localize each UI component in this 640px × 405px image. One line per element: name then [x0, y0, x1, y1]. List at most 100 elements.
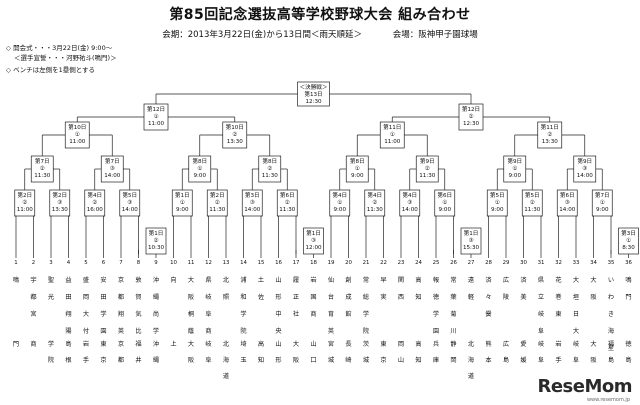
team-name-char: 英	[328, 327, 334, 335]
team-name-char: 形	[275, 293, 281, 301]
team-name-char: 中	[275, 310, 281, 318]
round3-match-game: ②	[40, 165, 45, 172]
team-name-char: 総	[363, 293, 369, 301]
prefecture-char: 宮	[328, 340, 334, 348]
prefecture-char: 口	[310, 357, 316, 364]
round1-match-day: 第1日	[149, 229, 164, 237]
round1-match-day: 第1日	[464, 229, 479, 237]
round3-match-time: 9:00	[351, 173, 364, 179]
prefecture-char: 崎	[345, 356, 351, 364]
quarterfinal-match-day: 第10日	[68, 123, 86, 131]
note-oath: ＜選手宣誓・・・河野祐斗(鳴門)＞	[14, 54, 117, 62]
team-number: 9	[154, 260, 158, 266]
team-name-char: 知	[415, 293, 421, 301]
prefecture-char: 愛	[520, 340, 526, 348]
team-name-char: 創	[345, 276, 351, 284]
team-number: 2	[32, 260, 35, 266]
round2-match-game: ②	[215, 199, 220, 206]
team-number: 20	[345, 260, 352, 266]
semifinal-match-time: 11:00	[148, 121, 165, 127]
round2-match-day: 第6日	[437, 191, 452, 199]
prefecture-char: 知	[258, 356, 264, 364]
team-name-char: 高	[415, 276, 421, 284]
team-name-char: 都	[118, 293, 124, 301]
round2-match-game: ②	[530, 199, 535, 206]
team-number: 5	[84, 260, 87, 266]
team-name-char: 葉	[450, 293, 456, 301]
team-name-char: 菊	[450, 310, 456, 318]
round2-match-time: 9:00	[333, 207, 346, 213]
round3-match-time: 11:30	[34, 173, 51, 179]
prefecture-char: 京	[118, 340, 124, 348]
team-name-char: 縄	[153, 293, 159, 301]
prefecture-char: 根	[65, 356, 71, 364]
round2-match-game: ②	[285, 199, 290, 206]
team-name-char: わ	[608, 294, 614, 301]
team-name-char: 鳴	[13, 276, 19, 284]
team-number: 17	[293, 260, 300, 266]
round1-match-game: ③	[468, 237, 473, 244]
team-number: 26	[450, 260, 457, 266]
prefecture-char: 高	[258, 340, 264, 348]
prefecture-char: 北	[223, 340, 230, 348]
quarterfinal-match-game: ②	[232, 131, 237, 138]
round1-match-day: 第3日	[621, 229, 636, 237]
round3-match-game: ①	[197, 165, 202, 172]
prefecture-char: 広	[503, 340, 509, 348]
team-number: 28	[485, 260, 492, 266]
prefecture-char: 茨	[363, 340, 369, 348]
team-name-char: 佐	[258, 293, 264, 301]
team-name-char: 都	[30, 293, 36, 301]
round2-match-time: 16:00	[87, 207, 104, 213]
semifinal-match-day: 第12日	[147, 105, 165, 113]
team-number: 18	[310, 260, 317, 266]
team-name-char: 照	[223, 294, 229, 301]
team-number: 19	[328, 260, 335, 266]
prefecture-char: 井	[135, 356, 141, 364]
team-number: 15	[258, 260, 265, 266]
prefecture-char: 福	[135, 340, 141, 348]
quarterfinal-match-day: 第11日	[541, 123, 559, 131]
round3-match-time: 9:00	[193, 173, 206, 179]
round2-match-time: 9:00	[491, 207, 504, 213]
team-number: 12	[205, 260, 212, 266]
quarterfinal-match-game: ②	[547, 131, 552, 138]
team-name-char: 大	[188, 276, 194, 284]
team-name-char: 遠	[468, 276, 474, 284]
note-bench: ◇ ベンチは左側を1塁側とする	[6, 66, 96, 74]
team-name-char: 東	[555, 310, 561, 318]
team-name-char: 県	[538, 277, 544, 284]
final-label: ＜決勝戦＞	[300, 83, 328, 91]
team-number: 29	[503, 260, 510, 266]
team-number: 7	[119, 260, 122, 266]
team-name-char: 垣	[573, 293, 579, 301]
team-name-char: 関	[398, 277, 404, 284]
team-number: 30	[520, 260, 527, 266]
round2-match-time: 11:30	[524, 207, 541, 213]
round1-match-box	[145, 227, 167, 255]
round2-match-day: 第5日	[122, 191, 137, 199]
semifinal-match-day: 第12日	[462, 105, 480, 113]
team-name-char: い	[608, 277, 614, 284]
round3-match-game: ③	[582, 165, 587, 172]
page-title: 第85回記念選抜高等学校野球大会 組み合わせ	[169, 7, 471, 23]
prefecture-char: 阪	[188, 356, 194, 364]
prefecture-char: 門	[13, 341, 19, 348]
team-number: 34	[590, 260, 597, 266]
prefecture-char: 岩	[555, 340, 561, 348]
round3-match-game: ②	[425, 165, 430, 172]
prefecture-char: 阪	[590, 356, 596, 364]
prefecture-char: 手	[555, 356, 561, 364]
round2-match-game: ①	[442, 199, 447, 206]
prefecture-char: 知	[415, 356, 421, 364]
round2-match-game: ①	[600, 199, 605, 206]
prefecture-char: 阜	[573, 356, 579, 364]
team-name-char: 岐	[205, 293, 211, 301]
round2-match-game: ②	[372, 199, 377, 206]
round2-match-time: 9:00	[438, 207, 451, 213]
prefecture-char: 大	[188, 340, 194, 348]
round2-match-game: ③	[57, 199, 62, 206]
team-name-char: 海	[608, 327, 614, 335]
round1-match-time: 12:00	[305, 245, 322, 251]
team-name-char: 々	[485, 294, 491, 301]
